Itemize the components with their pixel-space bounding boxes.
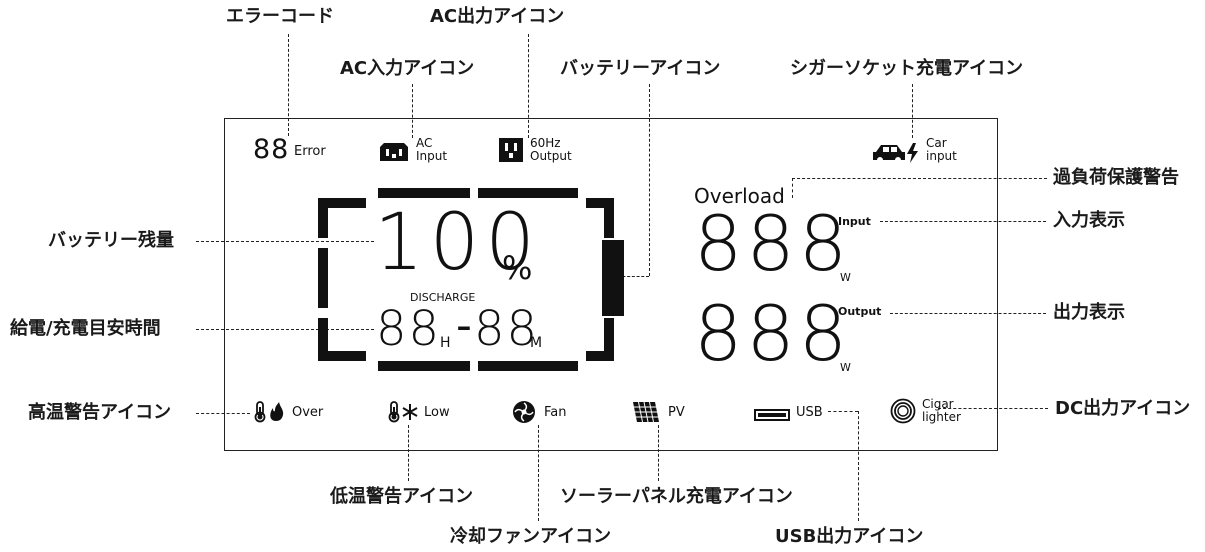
leader-usb	[858, 411, 859, 521]
leader-battery-h	[613, 276, 649, 277]
fan-icon	[512, 400, 536, 428]
leader-high-temp	[196, 413, 250, 414]
leader-battery-level	[196, 241, 374, 242]
leader-cigar-socket	[912, 84, 913, 138]
low-label: Low	[424, 405, 450, 420]
callout-ac-input-icon: AC入力アイコン	[340, 58, 475, 79]
callout-low-temp-icon: 低温警告アイコン	[330, 486, 474, 507]
overload-label: Overload	[694, 184, 785, 208]
leader-ac-output	[528, 34, 529, 138]
callout-battery-icon: バッテリーアイコン	[560, 58, 721, 79]
leader-solar	[658, 425, 659, 481]
leader-dc-output	[938, 408, 1048, 409]
leader-usb-h	[828, 411, 858, 412]
leader-ac-input	[412, 84, 413, 138]
leader-battery	[649, 84, 650, 276]
callout-input-display: 入力表示	[1053, 210, 1125, 231]
input-label: Input	[838, 215, 871, 228]
leader-input	[880, 221, 1046, 222]
output-watts-unit: W	[840, 361, 851, 374]
time-separator: -	[456, 300, 472, 351]
pv-label: PV	[668, 405, 685, 420]
low-temp-icon	[386, 401, 422, 427]
output-label: Output	[838, 305, 882, 318]
minutes-digits: 88	[474, 301, 540, 357]
output-watts-digits: 888	[694, 289, 852, 378]
error-label: Error	[294, 144, 326, 159]
input-watts-digits: 888	[694, 199, 852, 288]
high-temp-icon	[252, 401, 288, 427]
callout-ac-output-icon: AC出力アイコン	[430, 6, 565, 27]
solar-panel-icon	[632, 401, 660, 427]
battery-frame-icon	[318, 188, 636, 371]
cigar-lighter-icon	[890, 398, 916, 428]
input-watts-unit: W	[840, 271, 851, 284]
callout-dc-output-icon: DC出力アイコン	[1055, 398, 1191, 419]
ac-plug-icon	[378, 141, 410, 167]
callout-cigar-socket-icon: シガーソケット充電アイコン	[790, 58, 1024, 79]
leader-error-code	[288, 34, 289, 136]
leader-time	[196, 329, 374, 330]
percent-sign: %	[502, 249, 533, 287]
leader-low-temp	[408, 425, 409, 481]
leader-fan	[538, 425, 539, 521]
callout-battery-level: バッテリー残量	[48, 230, 174, 251]
callout-usb-output-icon: USB出力アイコン	[775, 526, 924, 547]
over-label: Over	[292, 405, 324, 420]
callout-error-code: エラーコード	[226, 6, 334, 27]
callout-fan-icon: 冷却ファンアイコン	[450, 526, 612, 547]
battery-percent-digits: 100	[374, 198, 541, 288]
leader-overload-v	[792, 178, 793, 198]
callout-solar-icon: ソーラーパネル充電アイコン	[560, 486, 793, 507]
usb-label: USB	[796, 405, 823, 420]
callout-overload-warning: 過負荷保護警告	[1053, 167, 1179, 188]
hours-unit: H	[440, 335, 451, 351]
lcd-display-panel	[224, 118, 998, 451]
leader-output	[890, 313, 1046, 314]
minutes-unit: M	[530, 335, 543, 351]
callout-time-estimate: 給電/充電目安時間	[10, 318, 161, 339]
callout-high-temp-icon: 高温警告アイコン	[28, 402, 172, 423]
hours-digits: 88	[376, 301, 442, 357]
discharge-label: DISCHARGE	[410, 291, 476, 304]
callout-output-display: 出力表示	[1053, 302, 1125, 323]
leader-overload	[792, 178, 1047, 179]
fan-label: Fan	[544, 405, 567, 420]
usb-port-icon	[754, 406, 790, 425]
error-digits: 88	[253, 134, 290, 165]
car-charge-icon	[872, 142, 920, 168]
ac-outlet-icon	[498, 137, 524, 167]
